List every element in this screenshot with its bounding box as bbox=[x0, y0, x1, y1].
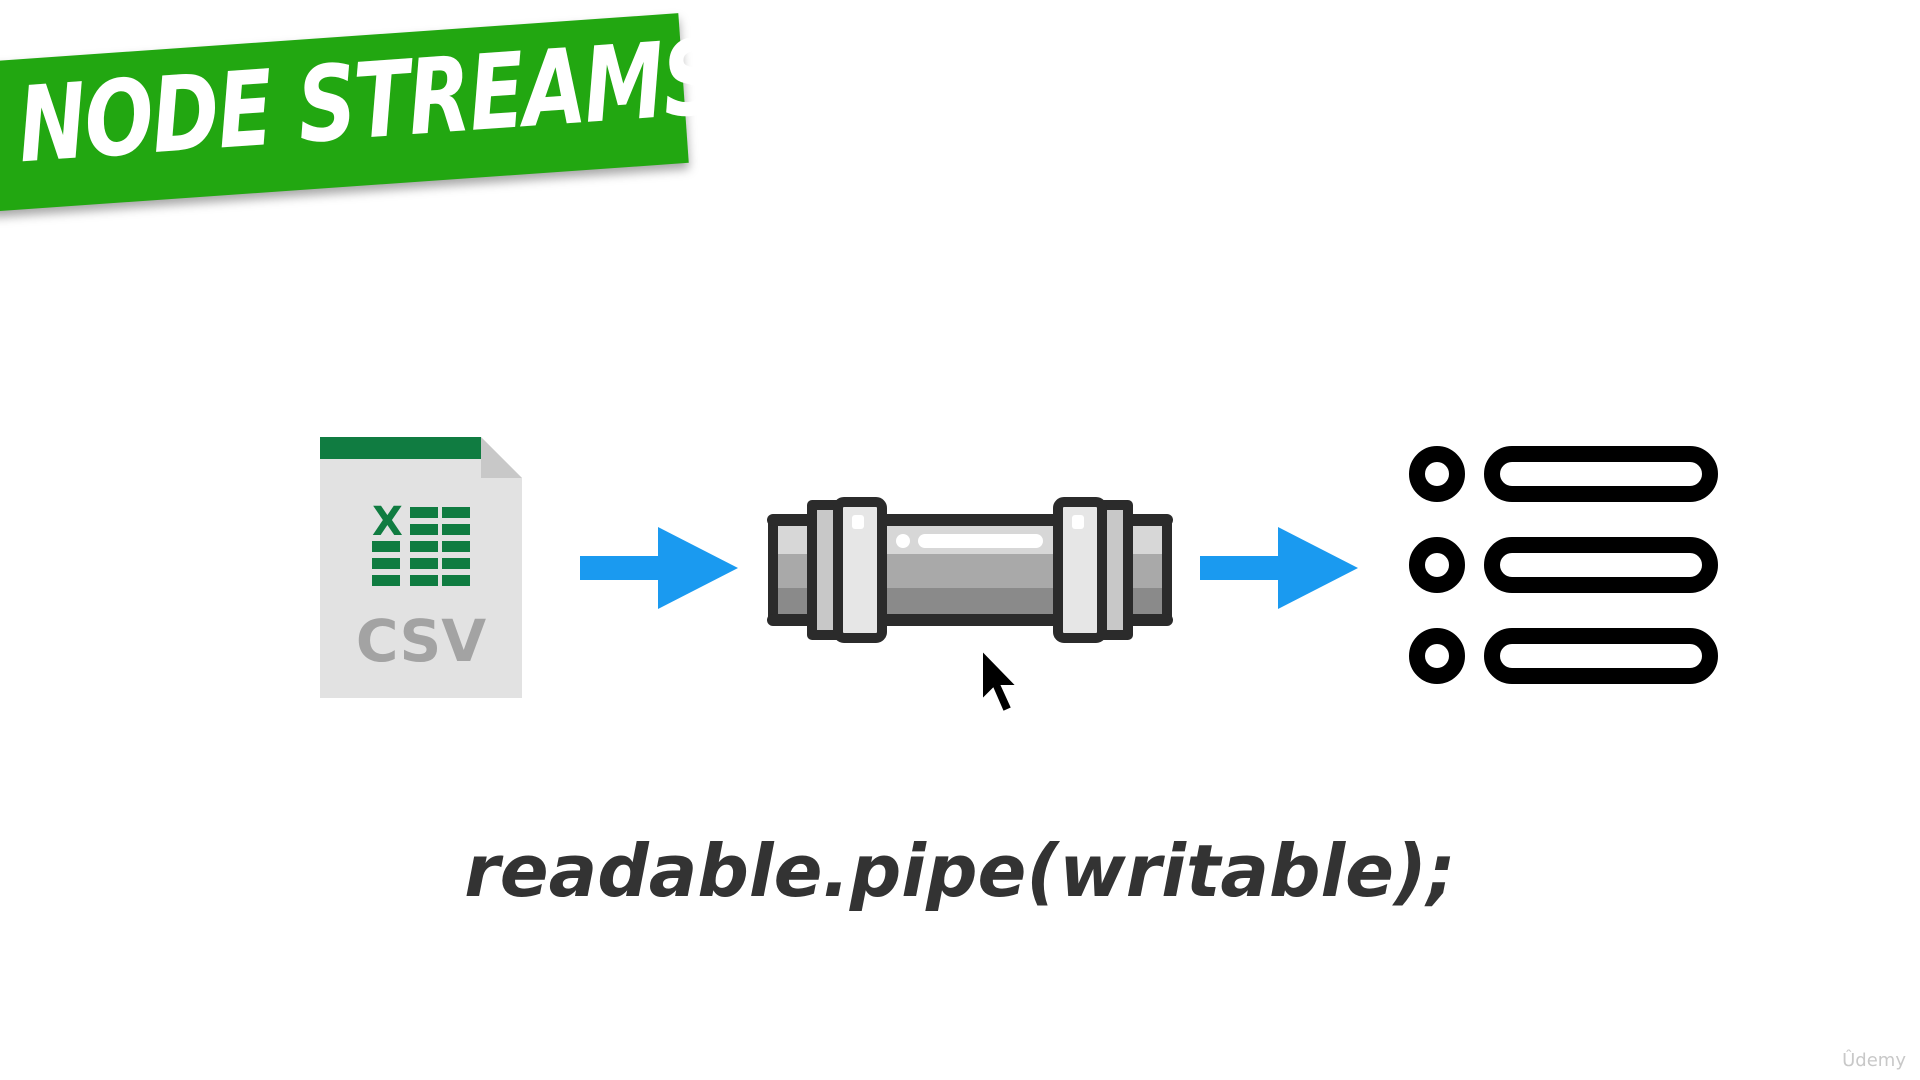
udemy-watermark: Ûdemy bbox=[1842, 1050, 1906, 1071]
spreadsheet-grid-icon bbox=[372, 507, 470, 586]
mouse-cursor-icon bbox=[981, 647, 1020, 714]
code-snippet: readable.pipe(writable); bbox=[464, 829, 1456, 913]
list-icon bbox=[1409, 446, 1718, 684]
arrow-right-icon bbox=[580, 527, 738, 609]
csv-file-icon bbox=[320, 437, 522, 698]
pipe-icon bbox=[767, 497, 1173, 643]
sheet-letter: X bbox=[372, 499, 403, 545]
arrow-right-icon bbox=[1200, 527, 1358, 609]
csv-label: CSV bbox=[355, 607, 487, 675]
